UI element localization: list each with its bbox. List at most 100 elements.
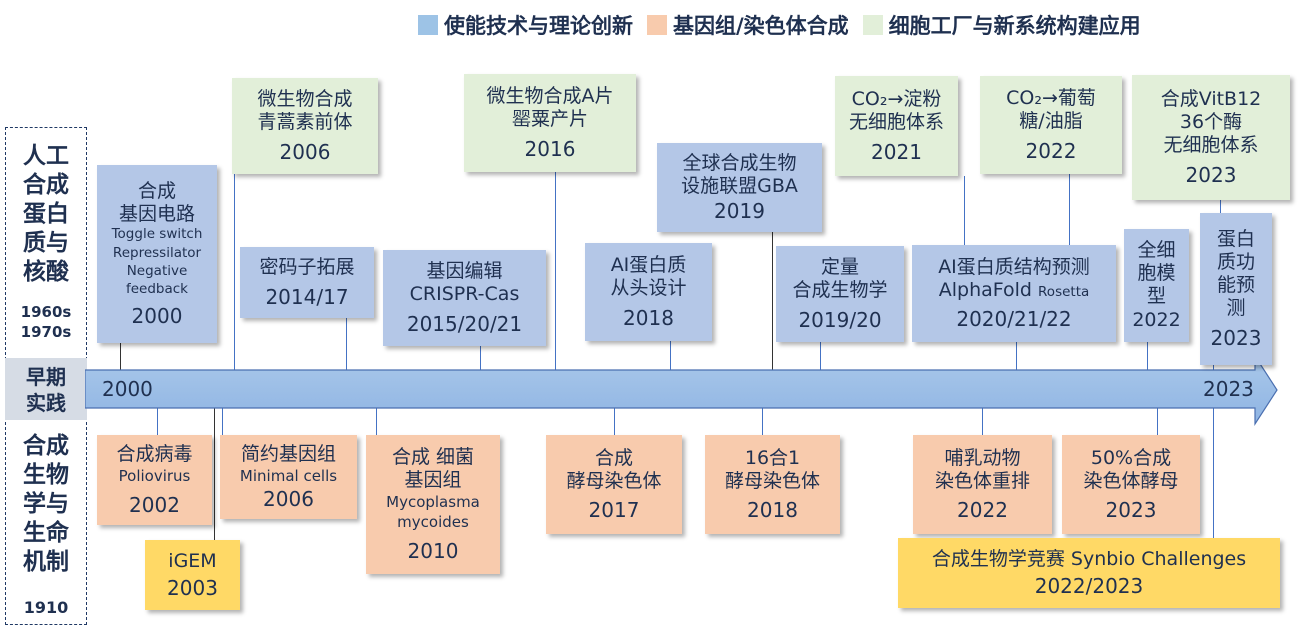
event-text: 染色体酵母: [1083, 469, 1179, 492]
connector: [982, 408, 983, 436]
event-year: 2016: [524, 136, 576, 161]
event-year: 2023: [1105, 498, 1157, 523]
event-text: AlphaFold: [938, 278, 1032, 301]
event-subtext: feedback: [125, 281, 188, 298]
event-igem: iGEM 2003: [145, 540, 240, 610]
event-year: 2023: [1210, 325, 1262, 350]
event-text: 微生物合成: [257, 88, 353, 111]
event-50pct-yeast: 50%合成染色体酵母 2023: [1062, 435, 1200, 534]
event-text: 酵母染色体: [724, 469, 820, 492]
sidebar-top-title: 人工合成蛋白质与核酸: [23, 143, 69, 285]
event-text: 简约基因组: [240, 443, 336, 466]
event-year: 2022: [957, 498, 1008, 523]
event-text: 定量: [820, 256, 859, 279]
event-text: 无细胞体系: [848, 111, 944, 133]
connector: [1157, 408, 1158, 436]
event-subtext: Mycoplasma: [386, 493, 480, 512]
event-text: 基因编辑: [426, 260, 503, 283]
year: 1970s: [20, 323, 72, 341]
legend-label: 基因组/染色体合成: [673, 14, 849, 38]
sidebar-bottom-year: 1910: [23, 598, 69, 617]
event-year: 2019/20: [798, 307, 882, 332]
event-year: 2003: [167, 576, 218, 601]
event-text: CO₂→淀粉: [851, 88, 942, 111]
connector: [614, 408, 615, 436]
event-subtext: Negative: [126, 262, 188, 279]
sidebar-top-years: 1960s 1970s: [5, 302, 87, 342]
event-subtext: Rosetta: [1038, 283, 1090, 300]
connector: [480, 346, 481, 372]
legend-item-enabling-tech: 使能技术与理论创新: [418, 10, 633, 40]
connector: [820, 342, 821, 372]
event-year: 2006: [279, 139, 331, 164]
event-year: 2021: [871, 139, 922, 164]
event-text: 染色体重排: [934, 469, 1030, 492]
connector: [234, 174, 235, 372]
event-year: 2018: [747, 498, 798, 523]
event-text: 胞模: [1137, 261, 1176, 284]
event-text: 型: [1146, 284, 1166, 307]
legend-swatch: [418, 15, 438, 35]
event-text: 微生物合成A片: [486, 85, 614, 108]
connector: [670, 341, 671, 372]
event-text: AI蛋白质: [610, 254, 687, 277]
year: 1960s: [20, 303, 72, 321]
connector: [222, 408, 223, 436]
event-text: 从头设计: [610, 277, 687, 299]
event-subtext: Poliovirus: [118, 467, 191, 486]
event-text: 质功: [1216, 251, 1255, 274]
connector: [120, 343, 121, 373]
event-year: 2020/21/22: [956, 307, 1072, 332]
connector: [346, 318, 347, 372]
connector: [964, 176, 965, 246]
event-subtext: Toggle switch: [111, 226, 203, 243]
legend-swatch: [862, 15, 883, 35]
event-opioid: 微生物合成A片罂粟产片 2016: [464, 74, 636, 172]
connector: [214, 408, 215, 541]
connector: [1220, 200, 1221, 214]
event-text: 合成: [137, 179, 176, 202]
event-text: 合成病毒: [116, 443, 193, 466]
legend-swatch: [647, 15, 667, 35]
event-year: 2022: [1132, 309, 1181, 332]
sidebar-bottom-title: 合成生物学与生命机制: [23, 433, 69, 575]
connector: [157, 408, 158, 436]
event-text: 16合1: [744, 446, 801, 469]
legend-label: 使能技术与理论创新: [444, 14, 633, 38]
event-text: 合成生物学: [792, 279, 888, 301]
legend-label: 细胞工厂与新系统构建应用: [888, 14, 1141, 38]
event-text: iGEM: [168, 549, 217, 572]
event-year: 2010: [407, 538, 459, 563]
event-text: 合成: [594, 446, 633, 469]
event-year: 2006: [263, 486, 314, 511]
event-year: 2000: [131, 304, 183, 329]
event-subtext: Repressilator: [112, 244, 202, 261]
event-year: 2017: [588, 498, 640, 523]
sidebar-middle: 早期实践: [5, 358, 87, 420]
connector: [376, 408, 377, 436]
event-text: CRISPR-Cas: [409, 283, 520, 305]
legend-item-genome: 基因组/染色体合成: [647, 10, 849, 40]
event-quantitative: 定量合成生物学 2019/20: [776, 246, 904, 342]
connector: [555, 172, 556, 372]
event-text: 青蒿素前体: [257, 111, 353, 133]
event-text: 罂粟产片: [511, 108, 588, 130]
event-text: 设施联盟GBA: [681, 174, 798, 197]
event-text: 合成VitB12: [1160, 88, 1262, 111]
event-text: 测: [1226, 296, 1246, 319]
connector: [762, 408, 763, 436]
event-text: 50%合成: [1090, 446, 1172, 469]
event-text: 合成 细菌: [391, 446, 475, 469]
